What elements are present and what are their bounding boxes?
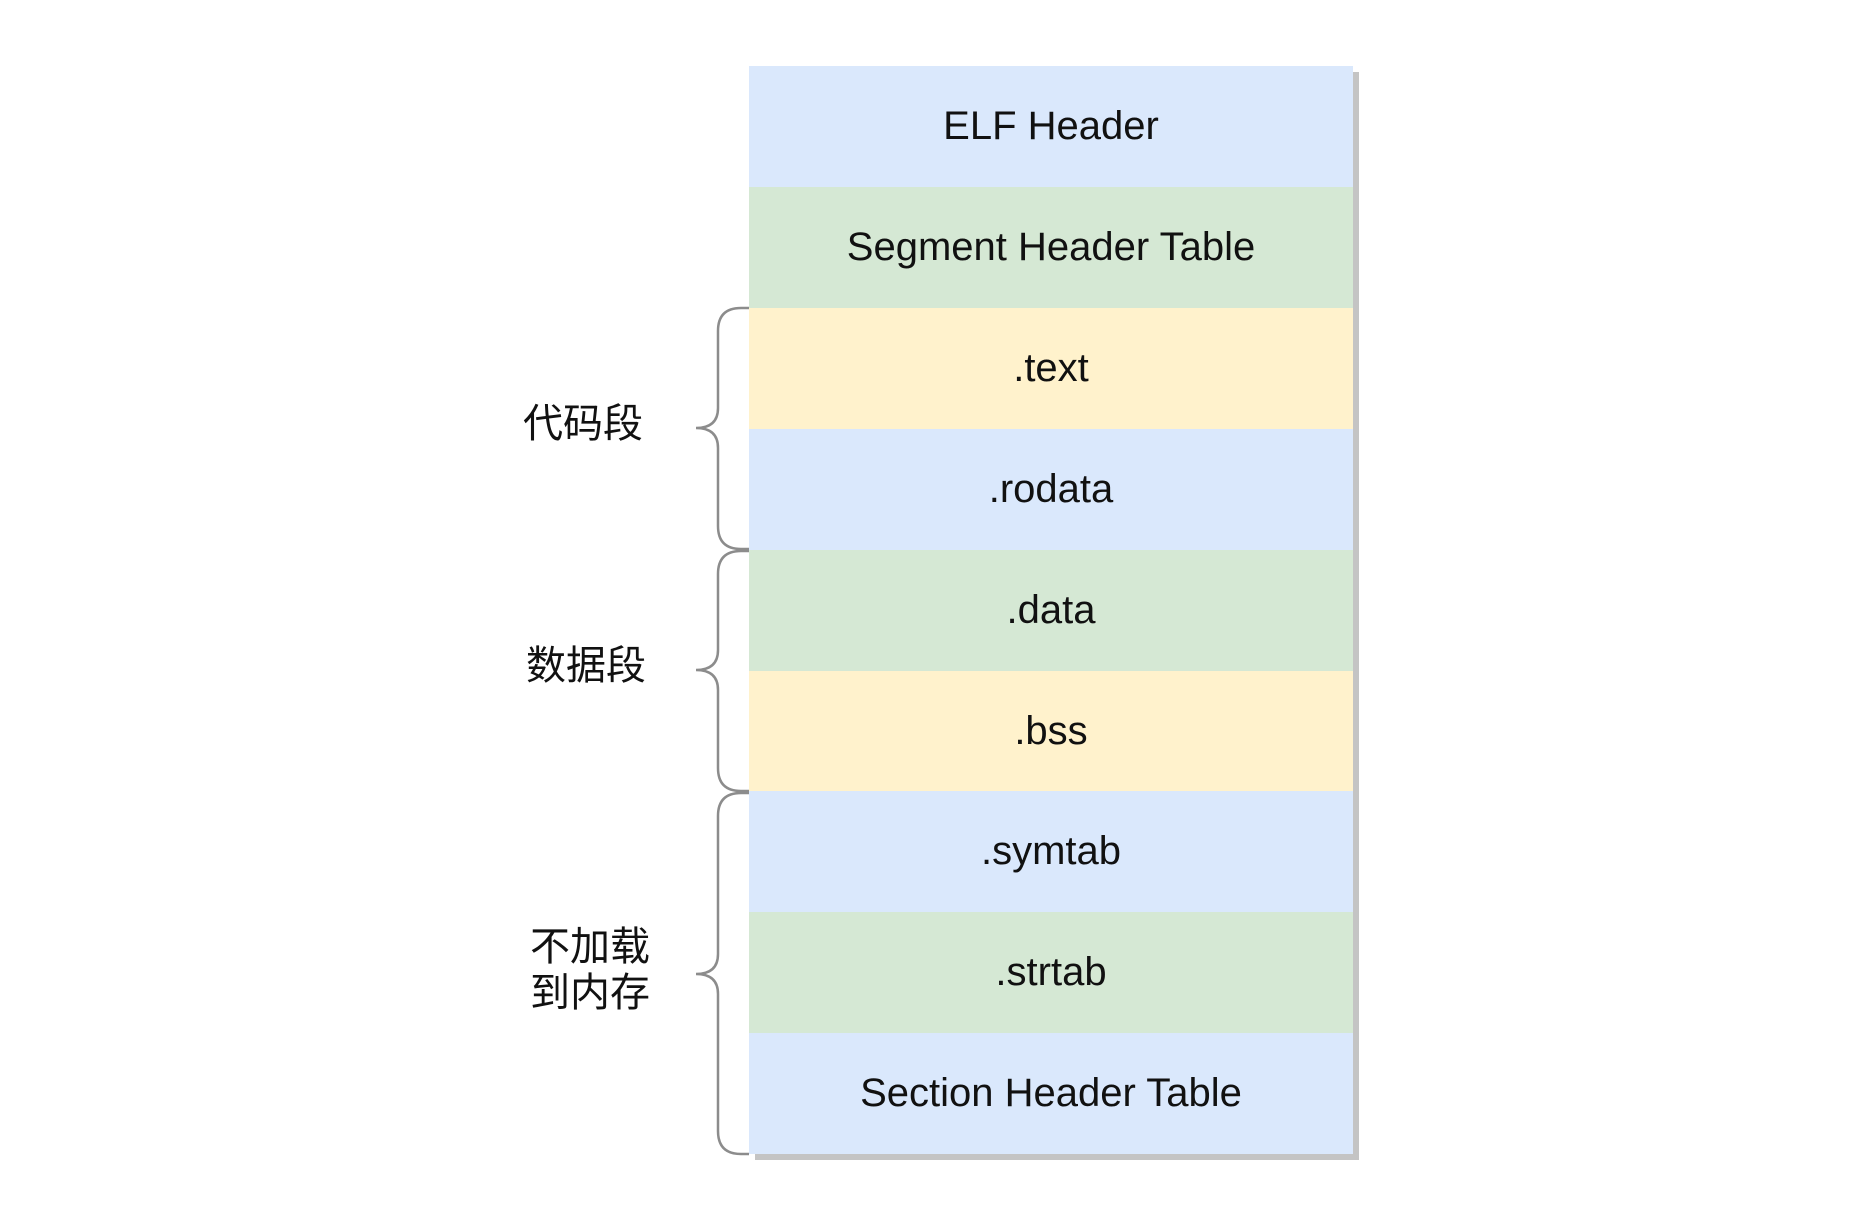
section-elf-header: ELF Header	[749, 66, 1353, 187]
section-bss: .bss	[749, 670, 1353, 792]
label-data-segment: 数据段	[511, 643, 661, 689]
label-code-segment-text: 代码段	[523, 401, 643, 447]
section-strtab: .strtab	[749, 912, 1353, 1034]
label-not-loaded-line2: 到内存	[530, 970, 650, 1016]
label-not-loaded-line1: 不加载	[530, 924, 650, 970]
section-segment-header-table: Segment Header Table	[749, 187, 1353, 308]
elf-layout-stack: ELF Header Segment Header Table .text .r…	[749, 66, 1353, 1155]
section-section-header-table: Section Header Table	[749, 1033, 1353, 1155]
section-symtab: .symtab	[749, 791, 1353, 913]
label-data-segment-text: 数据段	[526, 643, 646, 689]
label-not-loaded: 不加载 到内存	[515, 924, 665, 1016]
brace-code-segment	[695, 306, 749, 551]
section-data: .data	[749, 549, 1353, 671]
section-text: .text	[749, 307, 1353, 429]
section-rodata: .rodata	[749, 428, 1353, 550]
brace-not-loaded	[695, 791, 749, 1156]
label-code-segment: 代码段	[508, 401, 658, 447]
brace-data-segment	[695, 549, 749, 793]
